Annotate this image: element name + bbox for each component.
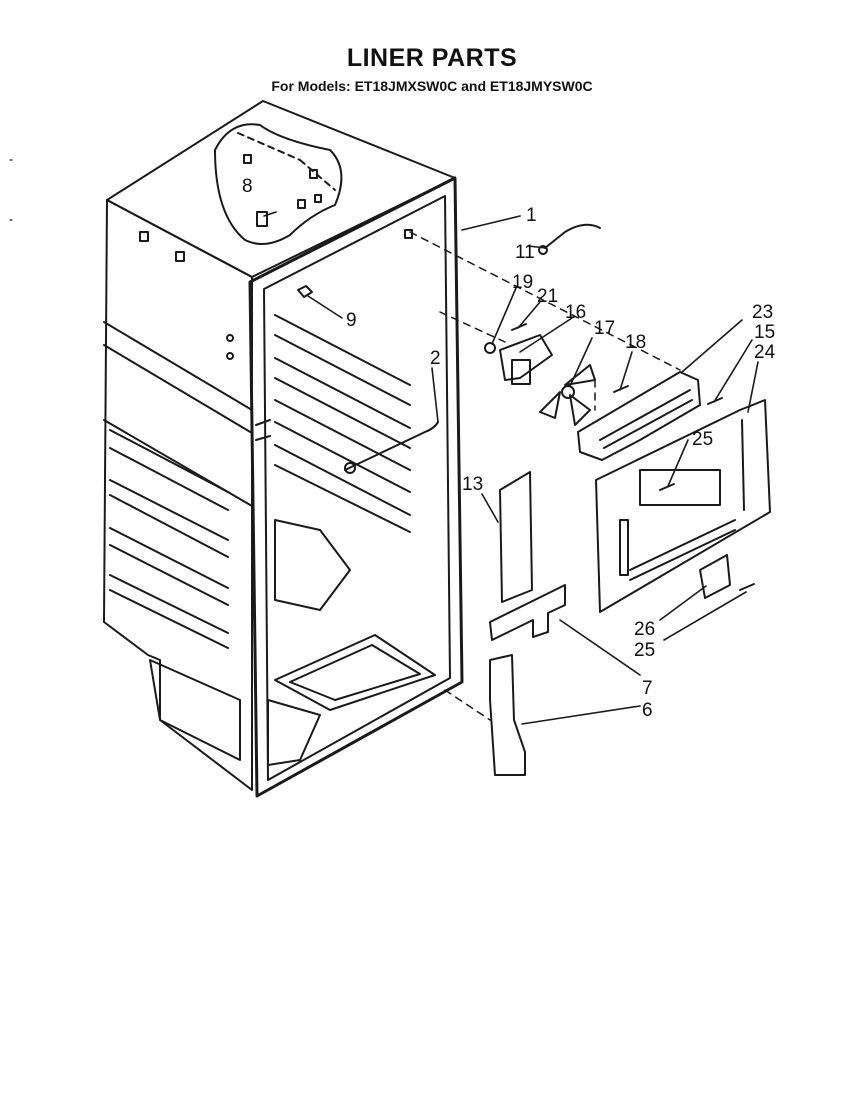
page-title: LINER PARTS xyxy=(346,44,518,72)
callout-17: 17 xyxy=(594,318,615,339)
callout-26: 26 xyxy=(634,619,655,640)
callout-25-upper: 25 xyxy=(692,429,713,450)
callout-8: 8 xyxy=(242,176,253,197)
callout-2: 2 xyxy=(430,348,441,369)
callout-23: 23 xyxy=(752,302,773,323)
callout-numbers: 1 2 6 7 8 9 11 13 15 16 17 18 19 21 23 2… xyxy=(242,176,776,721)
callout-7: 7 xyxy=(642,678,653,699)
callout-9: 9 xyxy=(346,310,357,331)
callout-21: 21 xyxy=(537,286,558,307)
callout-18: 18 xyxy=(625,332,646,353)
callout-25-lower: 25 xyxy=(634,640,655,661)
callout-16: 16 xyxy=(565,302,586,323)
callout-1: 1 xyxy=(526,205,537,226)
edge-marks xyxy=(9,159,13,221)
callout-15: 15 xyxy=(754,322,775,343)
model-subtitle: For Models: ET18JMXSW0C and ET18JMYSW0C xyxy=(271,78,593,94)
liner-cabinet xyxy=(103,100,464,798)
callout-19: 19 xyxy=(512,272,533,293)
evaporator-cover-assembly xyxy=(484,223,771,776)
callout-13: 13 xyxy=(462,474,483,495)
callout-leaders xyxy=(263,211,759,725)
callout-11: 11 xyxy=(515,242,535,263)
callout-24: 24 xyxy=(754,342,776,363)
callout-6: 6 xyxy=(642,700,653,721)
